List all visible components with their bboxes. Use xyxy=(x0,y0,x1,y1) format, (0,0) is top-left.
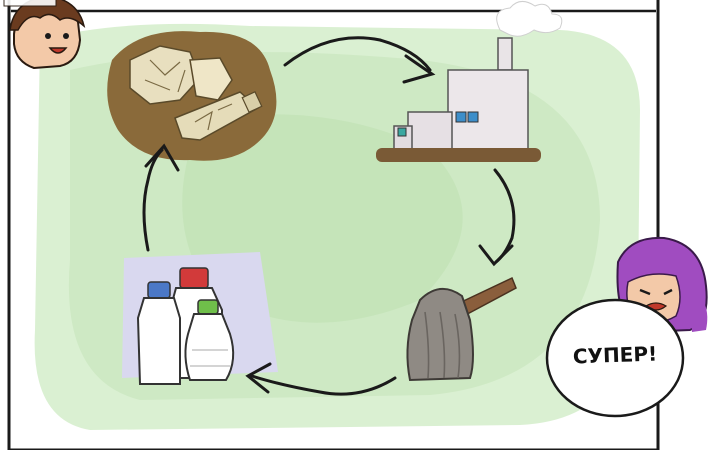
compost-soil-icon xyxy=(107,31,276,161)
factory-shelf xyxy=(376,148,541,162)
speech-bubble-text: СУПЕР! xyxy=(555,341,676,369)
plastic-bottles-icon xyxy=(122,252,278,384)
